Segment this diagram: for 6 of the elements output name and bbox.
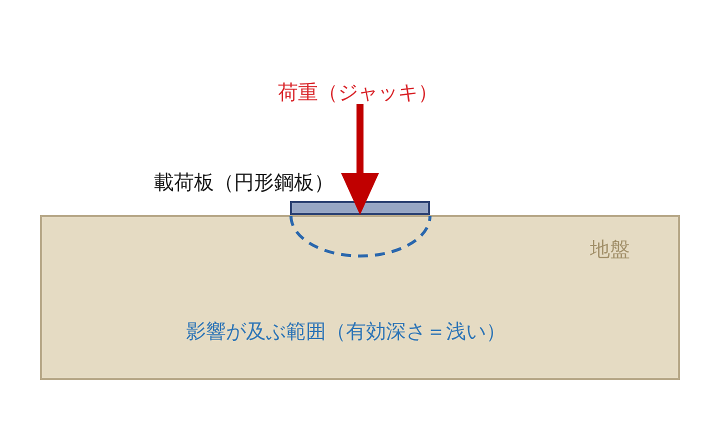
- influence-zone-label: 影響が及ぶ範囲（有効深さ＝浅い）: [186, 319, 506, 343]
- load-label: 荷重（ジャッキ）: [278, 80, 438, 104]
- ground-label: 地盤: [590, 237, 630, 261]
- load-arrow: [341, 104, 379, 215]
- plate-label: 載荷板（円形鋼板）: [154, 170, 334, 194]
- ground-block: [40, 215, 680, 380]
